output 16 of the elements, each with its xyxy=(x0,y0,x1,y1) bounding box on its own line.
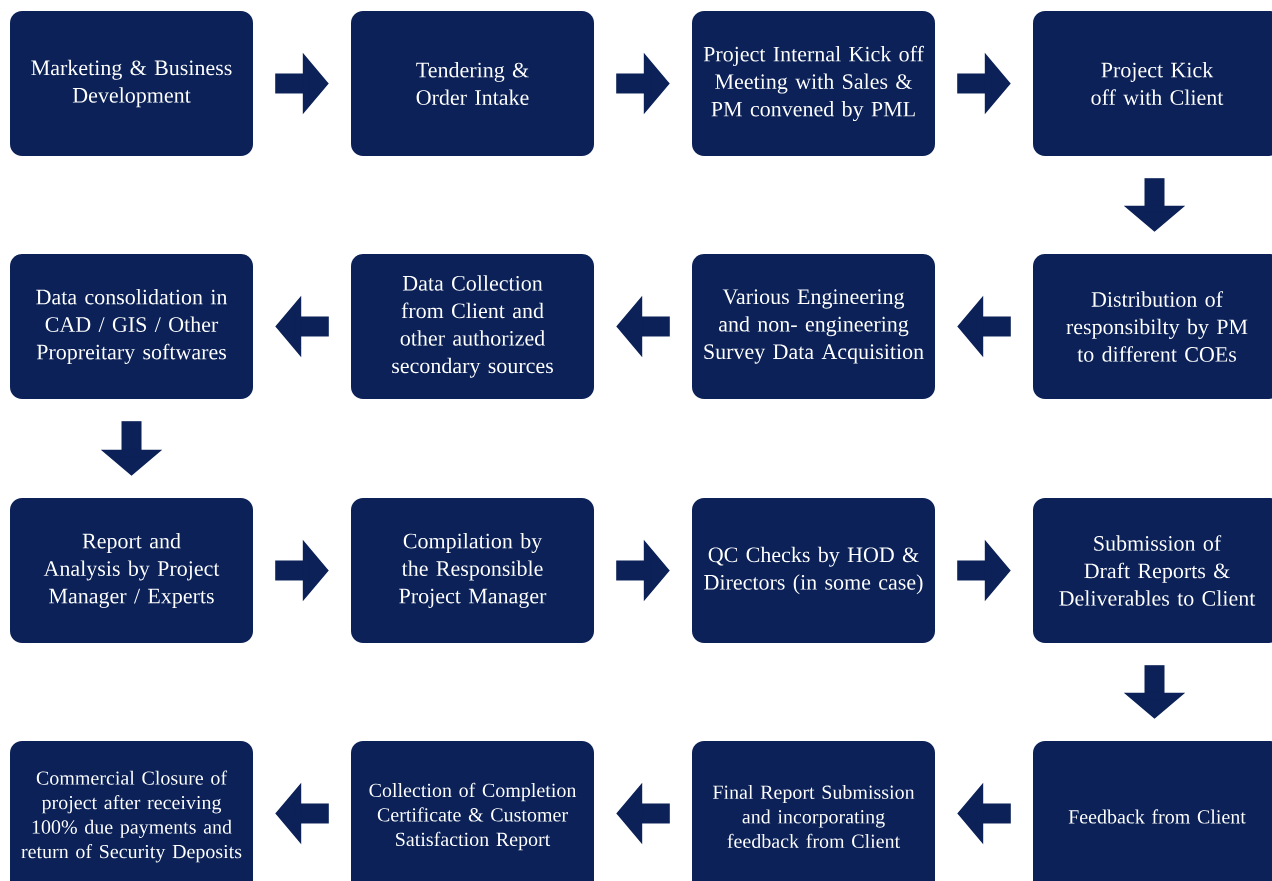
process-box: Collection of Completion Certificate & Customer Satisfaction Report xyxy=(351,741,594,881)
process-box: QC Checks by HOD & Directors (in some case) xyxy=(692,498,935,643)
process-box: Compilation by the Responsible Project Manager xyxy=(351,498,594,643)
process-box: Data consolidation in CAD / GIS / Other Propreitary softwares xyxy=(10,254,253,399)
process-box: Marketing & Business Development xyxy=(10,11,253,156)
process-box: Various Engineering and non- engineering Survey Data Acquisition xyxy=(692,254,935,399)
process-box: Project Internal Kick off Meeting with Sales & PM convened by PML xyxy=(692,11,935,156)
process-box: Final Report Submission and incorporating feedback from Client xyxy=(692,741,935,881)
process-box: Submission of Draft Reports & Deliverables to Client xyxy=(1033,498,1272,643)
process-box: Data Collection from Client and other authorized secondary sources xyxy=(351,254,594,399)
process-box: Commercial Closure of project after receiving 100% due payments and return of Security Deposits xyxy=(10,741,253,881)
process-box: Feedback from Client xyxy=(1033,741,1272,881)
process-box: Project Kick off with Client xyxy=(1033,11,1272,156)
process-box: Tendering & Order Intake xyxy=(351,11,594,156)
process-box: Report and Analysis by Project Manager / Experts xyxy=(10,498,253,643)
process-box: Distribution of responsibilty by PM to different COEs xyxy=(1033,254,1272,399)
